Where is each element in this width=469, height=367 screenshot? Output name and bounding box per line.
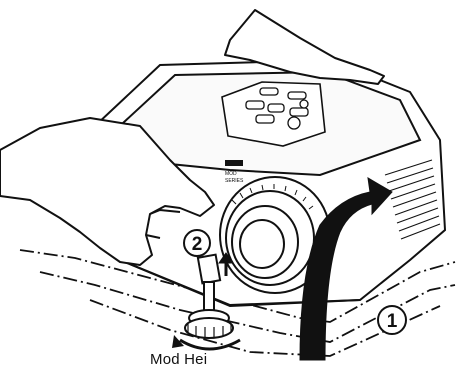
lens-label-line-1: MOD — [225, 171, 237, 177]
step-badge-1: 1 — [378, 306, 406, 334]
step-badge-2: 2 — [184, 230, 210, 256]
bottom-caption: Mod Hei — [150, 351, 320, 367]
lens-label-line-2: SERIES — [225, 178, 244, 184]
step-number-1: 1 — [387, 311, 398, 332]
step-number-2: 2 — [192, 234, 203, 255]
